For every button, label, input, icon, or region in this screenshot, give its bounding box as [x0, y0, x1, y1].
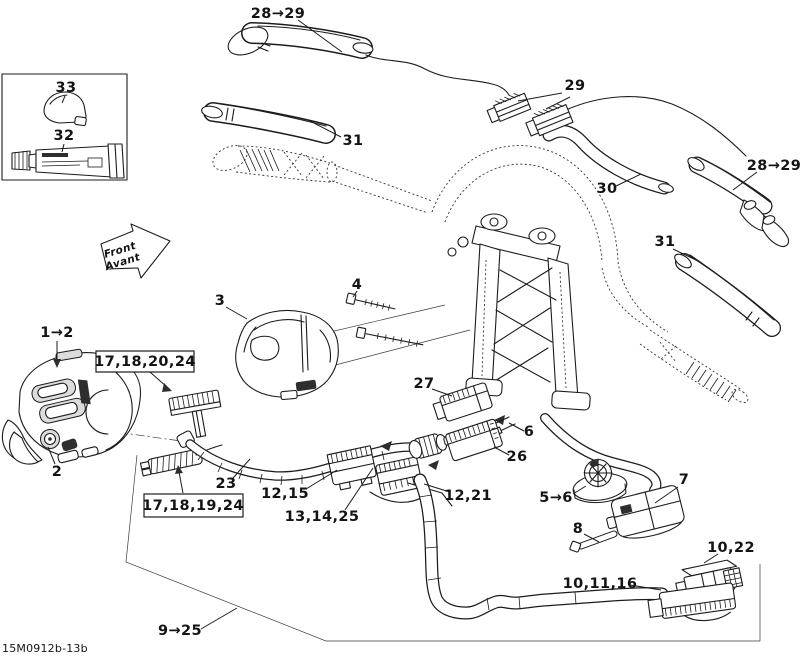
label-2: 2	[52, 464, 63, 480]
dial-switch	[572, 458, 628, 504]
front-direction-arrow: Front Avant	[100, 223, 171, 279]
label-1-2: 1→2	[40, 325, 74, 341]
label-9-25: 9→25	[158, 623, 202, 639]
part-labels: 28→29 33 32 31 29 30 28→29 31 1→2 3 4 27…	[40, 6, 800, 639]
label-31-left: 31	[343, 133, 364, 149]
label-grip-right: 28→29	[747, 158, 800, 174]
harness-tube-lower	[413, 473, 669, 620]
grip-sleeve-left	[201, 102, 336, 144]
cap-part-33	[43, 91, 87, 127]
grip-sleeve-right	[674, 253, 781, 337]
label-10-22: 10,22	[707, 540, 755, 556]
pin-8	[569, 530, 618, 553]
connector-26	[445, 418, 503, 462]
label-5-6: 5→6	[539, 490, 573, 506]
boxed-label-upper: 17,18,20,24	[94, 350, 196, 373]
multifunction-switch	[1, 348, 142, 465]
assembly-arrow	[494, 415, 505, 425]
heated-grip-top	[227, 22, 510, 96]
label-26: 26	[507, 449, 528, 465]
connector-29-right	[525, 103, 574, 137]
label-29: 29	[565, 78, 586, 94]
harness-bracket-lines	[125, 454, 761, 642]
connector-10-11-16	[647, 582, 737, 621]
leader-lines	[47, 19, 758, 591]
phantom-handlebar-left	[212, 145, 433, 214]
heated-grip-right	[687, 156, 790, 248]
label-3: 3	[215, 293, 226, 309]
label-10-11-16: 10,11,16	[563, 576, 638, 592]
connector-27	[432, 382, 493, 422]
label-12-21: 12,21	[444, 488, 492, 504]
cable-loop	[540, 413, 662, 495]
contact-bracket-lower	[139, 448, 203, 477]
lubricant-tube-part-32	[11, 143, 125, 179]
document-code: 15M0912b-13b	[2, 642, 88, 655]
junction-block-a	[326, 445, 377, 491]
bolt-4b	[355, 326, 424, 347]
boxed-label-lower: 17,18,19,24	[142, 493, 244, 518]
label-13-14-25: 13,14,25	[285, 509, 360, 525]
label-8: 8	[573, 521, 584, 537]
phantom-handlebar-right	[639, 329, 749, 404]
connector-29-left	[486, 92, 532, 124]
label-17-18-19-24: 17,18,19,24	[142, 498, 244, 514]
contact-bracket-upper	[168, 389, 222, 438]
heater-wire-right	[565, 96, 747, 157]
label-7: 7	[679, 472, 690, 488]
label-grip-top: 28→29	[251, 6, 306, 22]
label-30: 30	[597, 181, 618, 197]
label-33: 33	[56, 80, 77, 96]
label-4: 4	[352, 277, 363, 293]
label-27: 27	[414, 376, 435, 392]
label-31-right: 31	[655, 234, 676, 250]
label-12-15: 12,15	[261, 486, 309, 502]
inset-box	[1, 73, 128, 181]
label-23: 23	[216, 476, 237, 492]
handlebar-riser	[431, 145, 669, 411]
label-17-18-20-24: 17,18,20,24	[94, 354, 196, 370]
switch-housing-3	[235, 309, 339, 401]
assembly-arrow	[428, 460, 439, 470]
junction-block-b	[375, 456, 423, 496]
module-7	[606, 485, 685, 539]
centerline	[101, 429, 189, 443]
handlebar-end-30	[542, 124, 674, 195]
label-6: 6	[524, 424, 535, 440]
actuator	[408, 433, 455, 459]
assembly-arrow	[380, 441, 392, 451]
label-32: 32	[54, 128, 75, 144]
